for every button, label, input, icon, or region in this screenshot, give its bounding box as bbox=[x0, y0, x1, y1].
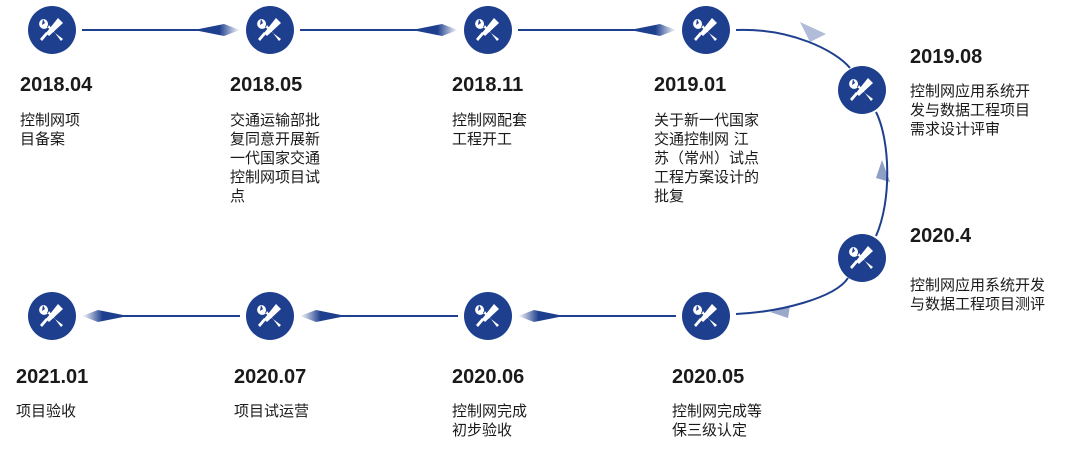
milestone-date: 2020.4 bbox=[910, 225, 972, 247]
milestone-description: 关于新一代国家 交通控制网 江 苏（常州）试点 工程方案设计的 批复 bbox=[654, 111, 760, 205]
milestone-description: 控制网应用系统开 发与数据工程项目 需求设计评审 bbox=[910, 82, 1031, 138]
connector-arrow bbox=[800, 22, 826, 42]
connector-curve bbox=[735, 277, 849, 315]
milestone-node bbox=[28, 292, 76, 340]
milestone-date: 2021.01 bbox=[16, 366, 89, 388]
milestone-description: 项目验收 bbox=[16, 402, 77, 420]
timeline-nodes bbox=[28, 6, 886, 340]
connector-curve bbox=[735, 28, 851, 69]
connector-arrow bbox=[412, 24, 458, 36]
connector-arrow bbox=[876, 160, 890, 182]
milestone-node bbox=[838, 66, 886, 114]
milestone-description: 控制网项 目备案 bbox=[20, 111, 81, 148]
milestone-date: 2018.04 bbox=[20, 74, 93, 96]
connector-arrow bbox=[300, 310, 346, 322]
milestone-date: 2019.01 bbox=[654, 74, 727, 96]
milestone-node bbox=[246, 6, 294, 54]
milestone-date: 2019.08 bbox=[910, 46, 983, 68]
milestone-node bbox=[682, 292, 730, 340]
milestone-node bbox=[246, 292, 294, 340]
connector-arrow bbox=[194, 24, 240, 36]
milestone-date: 2018.05 bbox=[230, 74, 303, 96]
milestone-description: 交通运输部批 复同意开展新 一代国家交通 控制网项目试 点 bbox=[230, 111, 321, 205]
milestone-date: 2018.11 bbox=[452, 74, 524, 96]
milestone-node bbox=[682, 6, 730, 54]
connector-arrow bbox=[82, 310, 128, 322]
milestone-node bbox=[464, 6, 512, 54]
milestone-date: 2020.07 bbox=[234, 366, 307, 388]
milestone-node bbox=[28, 6, 76, 54]
milestone-description: 控制网完成等 保三级认定 bbox=[672, 402, 763, 439]
connector-arrow bbox=[630, 24, 676, 36]
timeline-connectors bbox=[82, 22, 890, 322]
milestone-date: 2020.06 bbox=[452, 366, 525, 388]
milestone-node bbox=[838, 234, 886, 282]
milestone-description: 项目试运营 bbox=[234, 402, 310, 420]
connector-curve bbox=[875, 111, 889, 237]
milestone-date: 2020.05 bbox=[672, 366, 745, 388]
milestone-node bbox=[464, 292, 512, 340]
milestone-description: 控制网配套 工程开工 bbox=[452, 111, 528, 148]
milestone-description: 控制网完成 初步验收 bbox=[452, 402, 528, 439]
milestone-description: 控制网应用系统开发 与数据工程项目测评 bbox=[910, 276, 1046, 313]
connector-arrow bbox=[770, 306, 790, 318]
connector-arrow bbox=[518, 310, 564, 322]
